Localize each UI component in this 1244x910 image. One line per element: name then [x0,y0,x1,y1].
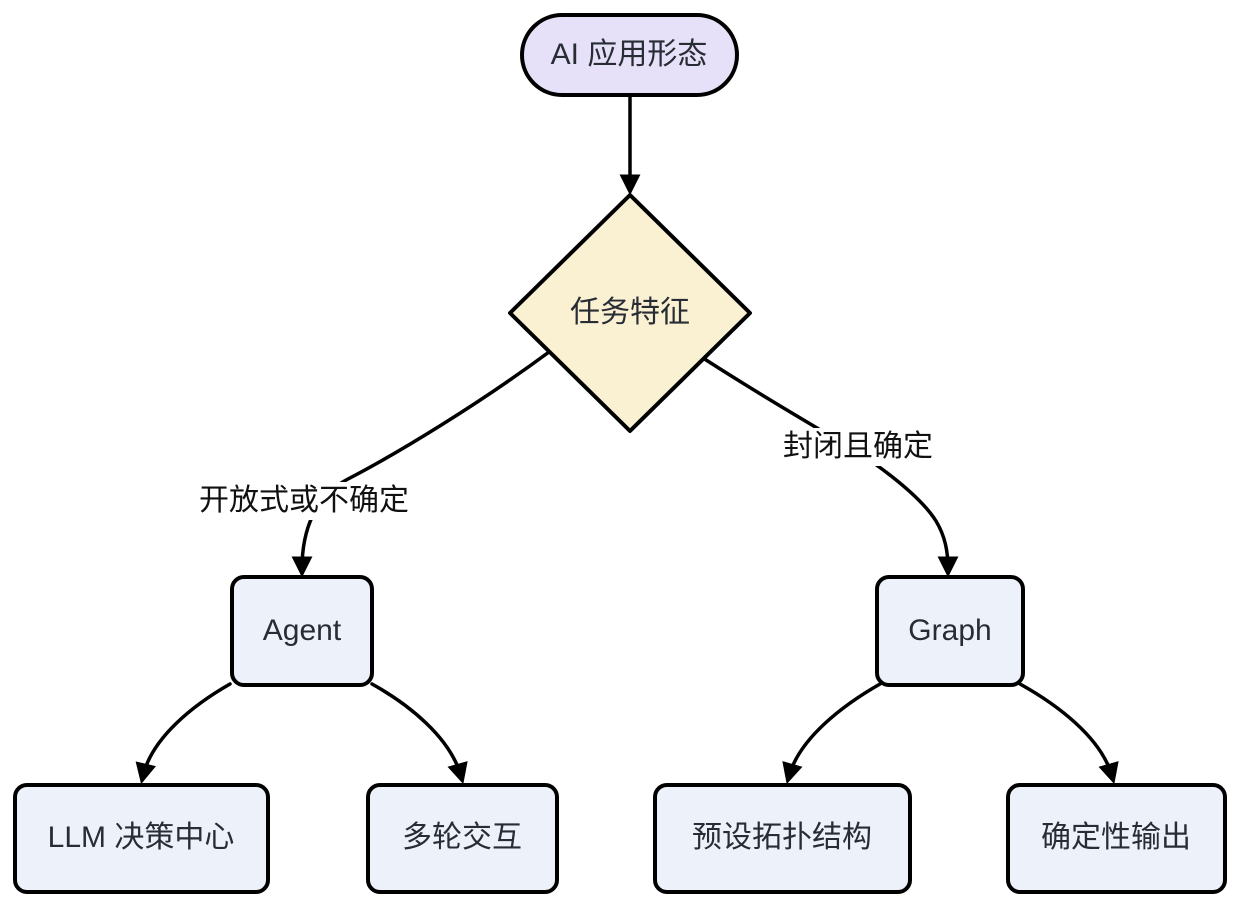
node-root-label: AI 应用形态 [550,38,708,71]
edge-graph-to-preset-topology [782,682,882,785]
node-deterministic-output-label: 确定性输出 [1041,821,1191,854]
node-decision-shape [508,193,752,433]
edge-agent-to-multi-turn [370,682,468,785]
node-preset-topology-label: 预设拓扑结构 [692,821,872,854]
edge-label-open-or-uncertain: 开放式或不确定 [193,482,415,520]
node-multi-turn-shape [366,783,559,894]
node-root-shape [520,13,739,97]
node-agent-shape [230,575,374,687]
node-decision-label: 任务特征 [570,296,690,329]
edge-label-closed-and-deterministic: 封闭且确定 [777,428,939,466]
node-deterministic-output-shape [1006,783,1227,894]
edge-decision-to-agent [291,350,551,578]
node-graph-shape [875,575,1025,687]
node-multi-turn-label: 多轮交互 [402,821,522,854]
node-llm-center-shape [13,783,270,894]
node-graph-label: Graph [908,614,992,647]
edge-agent-to-llm-center [135,682,232,785]
node-agent-label: Agent [262,614,342,647]
node-llm-center-label: LLM 决策中心 [47,821,235,854]
node-preset-topology-shape [653,783,912,894]
edge-graph-to-deterministic-output [1018,682,1119,785]
